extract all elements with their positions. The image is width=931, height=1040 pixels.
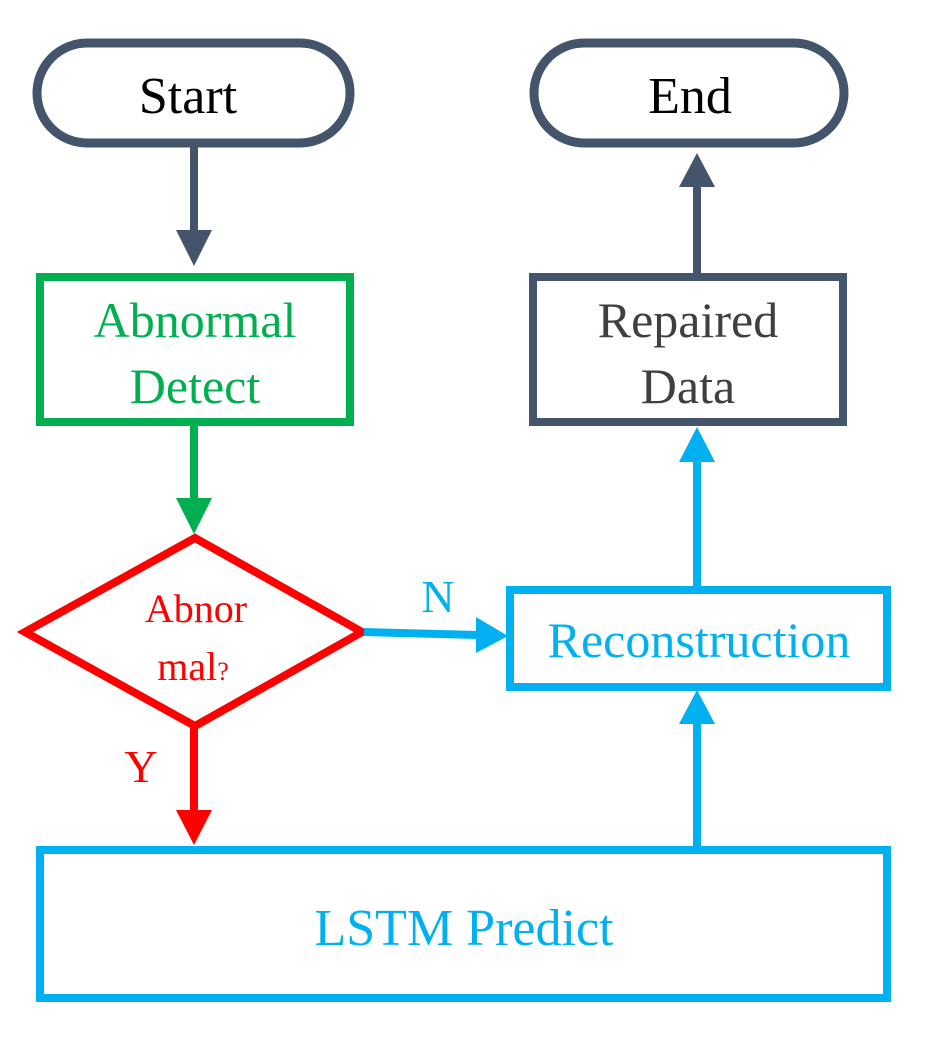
reconstruction-label: Reconstruction — [548, 612, 851, 668]
arrow-decision-to-reconstruction: N — [363, 571, 508, 653]
repaired-data-node: Repaired Data — [529, 273, 847, 426]
arrow-start-to-detect-head — [176, 230, 212, 266]
end-shape — [529, 38, 849, 148]
arrow-decision-to-reconstruction-head — [476, 617, 508, 653]
decision-label-line2-text: mal — [157, 644, 217, 689]
arrow-decision-to-lstm: Y — [124, 728, 212, 845]
lstm-predict-node: LSTM Predict — [36, 846, 891, 1002]
repaired-data-label-line1: Repaired — [598, 292, 778, 348]
reconstruction-node: Reconstruction — [506, 586, 891, 691]
start-node: Start — [32, 38, 355, 148]
decision-question-mark: ? — [217, 657, 229, 686]
arrow-lstm-to-reconstruction — [679, 690, 715, 846]
start-shape — [32, 38, 355, 148]
arrow-detect-to-decision-head — [176, 498, 212, 534]
yes-label: Y — [124, 741, 157, 792]
repaired-data-label-line2: Data — [641, 358, 735, 414]
end-node: End — [529, 38, 849, 148]
arrow-repaired-to-end — [679, 153, 715, 273]
lstm-predict-shape — [36, 846, 891, 1002]
reconstruction-shape — [506, 586, 891, 691]
decision-label-line2: mal? — [157, 644, 229, 689]
decision-label-line1: Abnor — [145, 586, 247, 631]
abnormal-detect-node: Abnormal Detect — [36, 273, 354, 426]
lstm-predict-label: LSTM Predict — [315, 900, 615, 957]
decision-node: Abnor mal? — [16, 533, 371, 731]
repaired-data-shape — [529, 273, 847, 426]
abnormal-detect-shape — [36, 273, 354, 426]
start-label: Start — [139, 68, 238, 125]
decision-shape — [16, 533, 371, 731]
abnormal-detect-label-line2: Detect — [130, 358, 261, 414]
arrow-start-to-detect — [176, 147, 212, 266]
arrow-detect-to-decision — [176, 426, 212, 534]
arrow-decision-to-reconstruction-line — [363, 628, 479, 639]
arrow-decision-to-lstm-head — [176, 810, 212, 845]
arrow-reconstruction-to-repaired-head — [679, 427, 715, 462]
abnormal-detect-label-line1: Abnormal — [94, 292, 297, 348]
no-label: N — [421, 571, 454, 622]
arrow-reconstruction-to-repaired — [679, 427, 715, 586]
arrow-repaired-to-end-head — [679, 153, 715, 187]
arrow-lstm-to-reconstruction-head — [679, 690, 715, 724]
end-label: End — [648, 68, 732, 125]
